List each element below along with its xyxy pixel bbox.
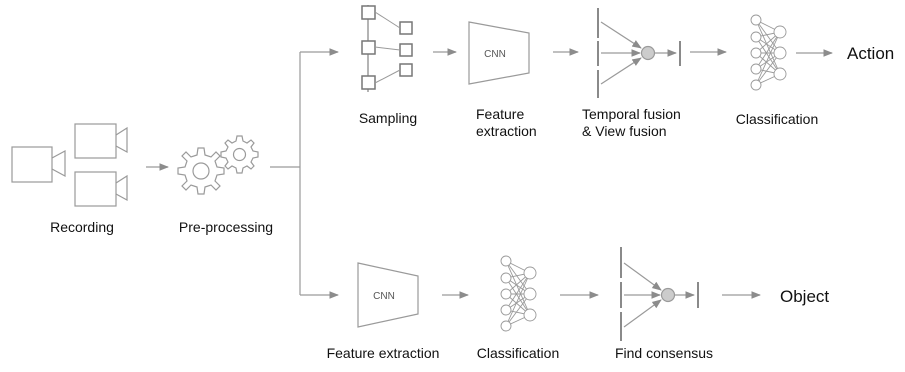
classification-top-label: Classification [736,111,818,127]
temporal-fusion-label-1: Temporal fusion [582,106,681,122]
action-output-label: Action [847,44,894,63]
cnn-trapezoid-icon: CNN [468,21,530,85]
sampling-frames-icon [361,5,413,92]
cnn-label-bottom: CNN [373,291,395,302]
find-consensus-label: Find consensus [615,345,713,361]
gear-icon [177,135,259,195]
feature-extraction-top-label-1: Feature [476,106,524,122]
cnn-label-top: CNN [484,49,506,60]
classification-bottom-label: Classification [477,345,559,361]
camera-icon [11,123,128,207]
object-output-label: Object [780,287,829,306]
recording-label: Recording [50,219,114,235]
temporal-fusion-label-2: & View fusion [582,123,667,139]
neural-network-icon [750,14,787,91]
neural-network-icon [500,255,537,332]
sampling-label: Sampling [359,110,417,126]
preprocessing-label: Pre-processing [179,219,273,235]
cnn-trapezoid-icon: CNN [357,262,419,328]
branch-connector [270,48,339,299]
feature-extraction-bottom-label: Feature extraction [327,345,440,361]
consensus-icon [620,247,699,341]
fusion-icon [597,8,681,98]
feature-extraction-top-label-2: extraction [476,123,537,139]
